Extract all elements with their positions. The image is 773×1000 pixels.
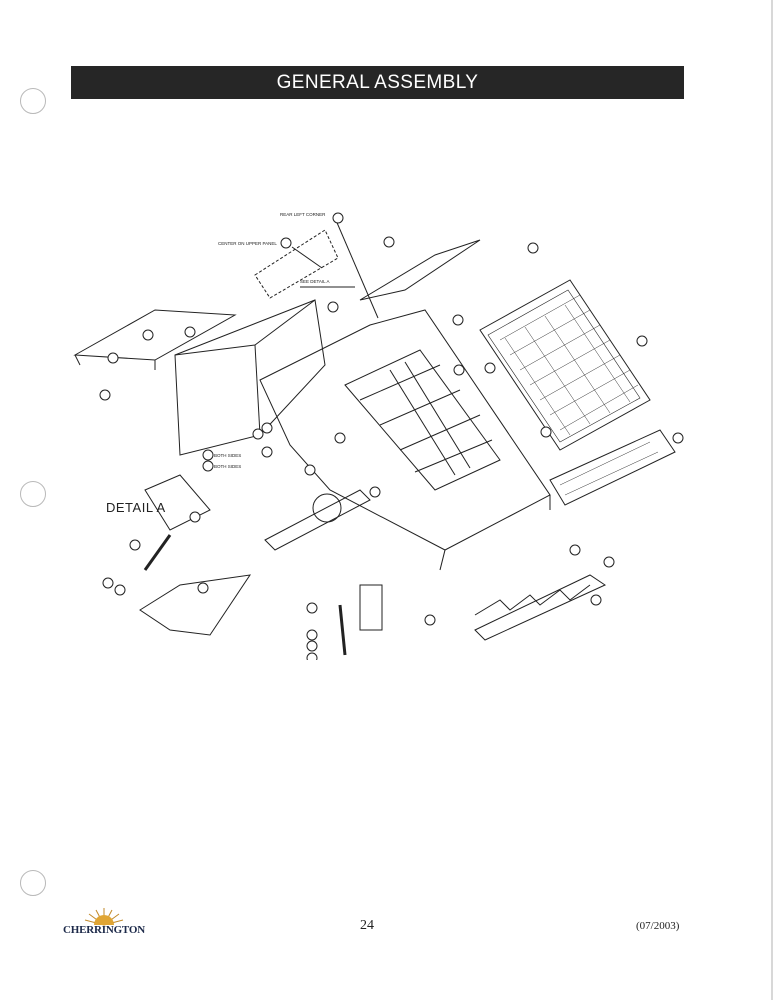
leader-rear-left [334, 217, 379, 319]
sunburst-icon [84, 908, 124, 926]
angle-bar [474, 574, 607, 641]
label-rear-left-corner: REAR LEFT CORNER [280, 212, 326, 217]
inner-frame [344, 349, 501, 491]
page-edge [771, 0, 773, 1000]
punch-hole-middle [20, 481, 46, 507]
detail-bracket [144, 474, 211, 531]
punch-hole-bottom [20, 870, 46, 896]
axle-bar [264, 489, 371, 551]
detail-a-label: DETAIL A [106, 500, 166, 515]
top-rear-panel [359, 239, 481, 301]
leader-center-upper [291, 246, 323, 269]
assembly-diagram: REAR LEFT CORNER CENTER ON UPPER PANEL S… [73, 212, 684, 660]
label-both-sides-1: BOTH SIDES [214, 453, 241, 458]
spring-assembly [338, 604, 347, 656]
punch-hole-top [20, 88, 46, 114]
detail-spring [143, 534, 172, 571]
label-center-upper-panel: CENTER ON UPPER PANEL [218, 241, 277, 246]
revision-date: (07/2003) [636, 920, 680, 932]
label-see-detail-a: SEE DETAIL A [300, 279, 330, 284]
detail-plate [139, 574, 252, 636]
wheel-hub [312, 493, 342, 523]
spring-bracket [359, 584, 383, 631]
company-logo: CHERRINGTON [62, 905, 146, 943]
upper-panel [254, 229, 339, 299]
label-both-sides-2: BOTH SIDES [214, 464, 241, 469]
lower-screen [549, 429, 676, 506]
page-number: 24 [360, 918, 374, 933]
brand-name: CHERRINGTON [63, 924, 145, 936]
left-side-cover [73, 309, 237, 361]
part-callouts [99, 212, 684, 660]
hopper-box [174, 299, 326, 456]
screen-mesh [499, 294, 659, 496]
page-title: GENERAL ASSEMBLY [71, 66, 684, 99]
main-frame [259, 309, 551, 551]
screen-panel [479, 279, 651, 451]
